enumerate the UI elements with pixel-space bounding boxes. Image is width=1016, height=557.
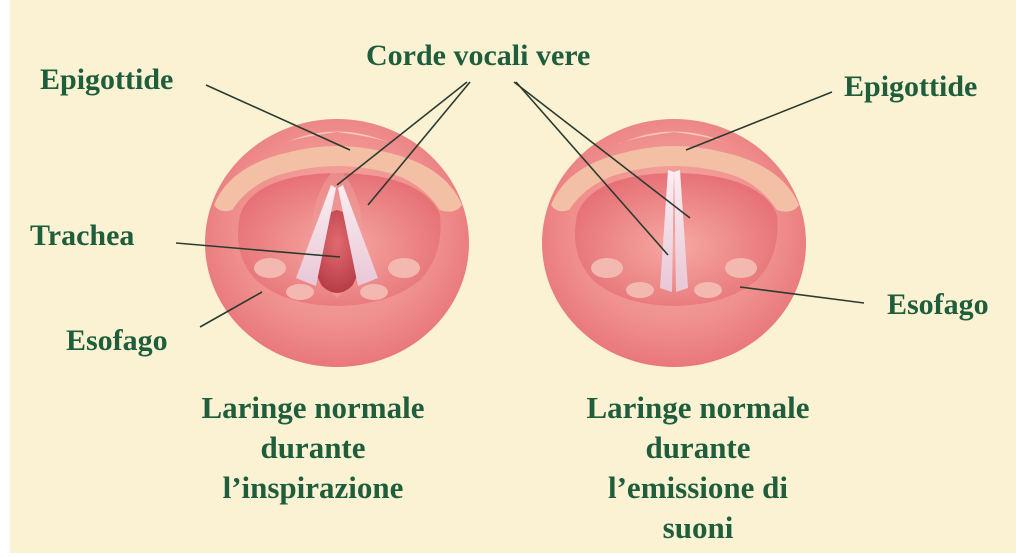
caption-phonation-line-3: l’emissione di (563, 468, 833, 508)
left-arytenoid-left (286, 284, 314, 300)
label-epiglottide-left: Epigottide (40, 64, 173, 96)
left-arytenoid-right (360, 284, 388, 300)
left-cartilage-right (388, 258, 420, 278)
right-cartilage-right (725, 258, 757, 278)
larynx-inspiration-illustration (205, 119, 469, 367)
label-esofago-left: Esofago (66, 325, 168, 357)
caption-phonation-line-4: suoni (563, 508, 833, 548)
caption-inspiration: Laringe normale durante l’inspirazione (178, 388, 448, 508)
caption-phonation-line-1: Laringe normale (563, 388, 833, 428)
label-trachea: Trachea (30, 220, 134, 252)
label-epiglottide-right: Epigottide (844, 71, 977, 103)
caption-inspiration-line-2: durante (178, 428, 448, 468)
caption-inspiration-line-1: Laringe normale (178, 388, 448, 428)
caption-inspiration-line-3: l’inspirazione (178, 468, 448, 508)
label-esofago-right: Esofago (887, 289, 989, 321)
caption-phonation-line-2: durante (563, 428, 833, 468)
caption-phonation: Laringe normale durante l’emissione di s… (563, 388, 833, 548)
left-cartilage-left (254, 258, 286, 278)
right-arytenoid-right (694, 282, 722, 298)
right-arytenoid-left (626, 282, 654, 298)
label-corde-vocali-vere: Corde vocali vere (366, 40, 590, 72)
right-cartilage-left (591, 258, 623, 278)
